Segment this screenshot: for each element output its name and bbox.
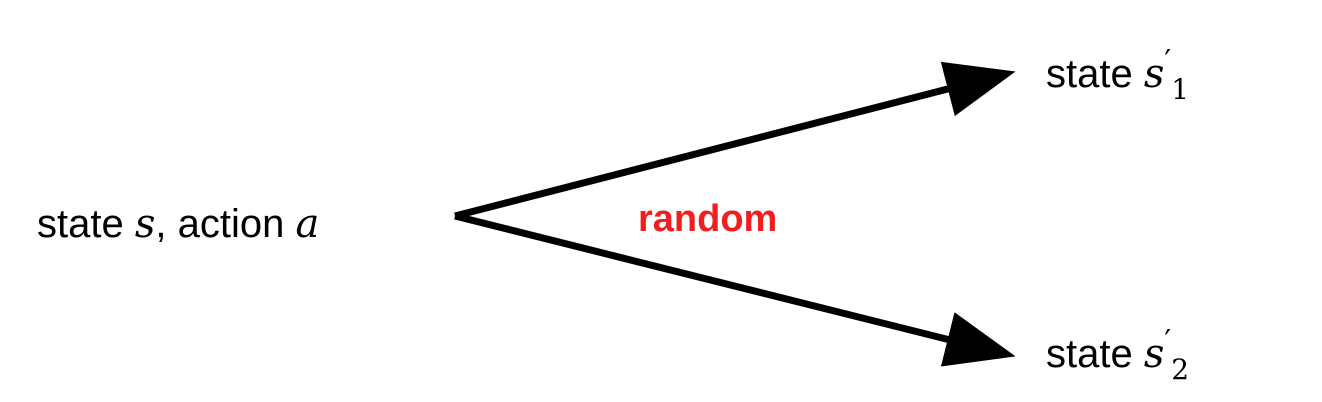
outcome-1-state-word: state: [1046, 52, 1133, 96]
outcome-state-2-label: state s′2: [1046, 327, 1189, 384]
arrow-to-state-1: [454, 61, 1016, 220]
outcome-1-subscript: 1: [1171, 73, 1190, 106]
transition-label: random: [638, 198, 778, 240]
outcome-2-subscript: 2: [1171, 353, 1190, 386]
action-word: action: [177, 202, 285, 246]
state-symbol: s: [134, 201, 156, 247]
outcome-2-prime: ′: [1164, 324, 1172, 359]
arrow-to-state-2: [454, 212, 1016, 367]
outcome-1-prime: ′: [1164, 44, 1172, 79]
action-symbol: a: [295, 201, 320, 247]
outcome-2-symbol: s: [1143, 331, 1165, 377]
outcome-1-symbol: s: [1143, 51, 1165, 97]
start-separator: ,: [155, 202, 167, 246]
outcome-state-1-label: state s′1: [1046, 47, 1189, 104]
start-state-word: state: [37, 202, 124, 246]
outcome-2-state-word: state: [1046, 332, 1133, 376]
start-state-action-label: state s, action a: [37, 204, 319, 244]
